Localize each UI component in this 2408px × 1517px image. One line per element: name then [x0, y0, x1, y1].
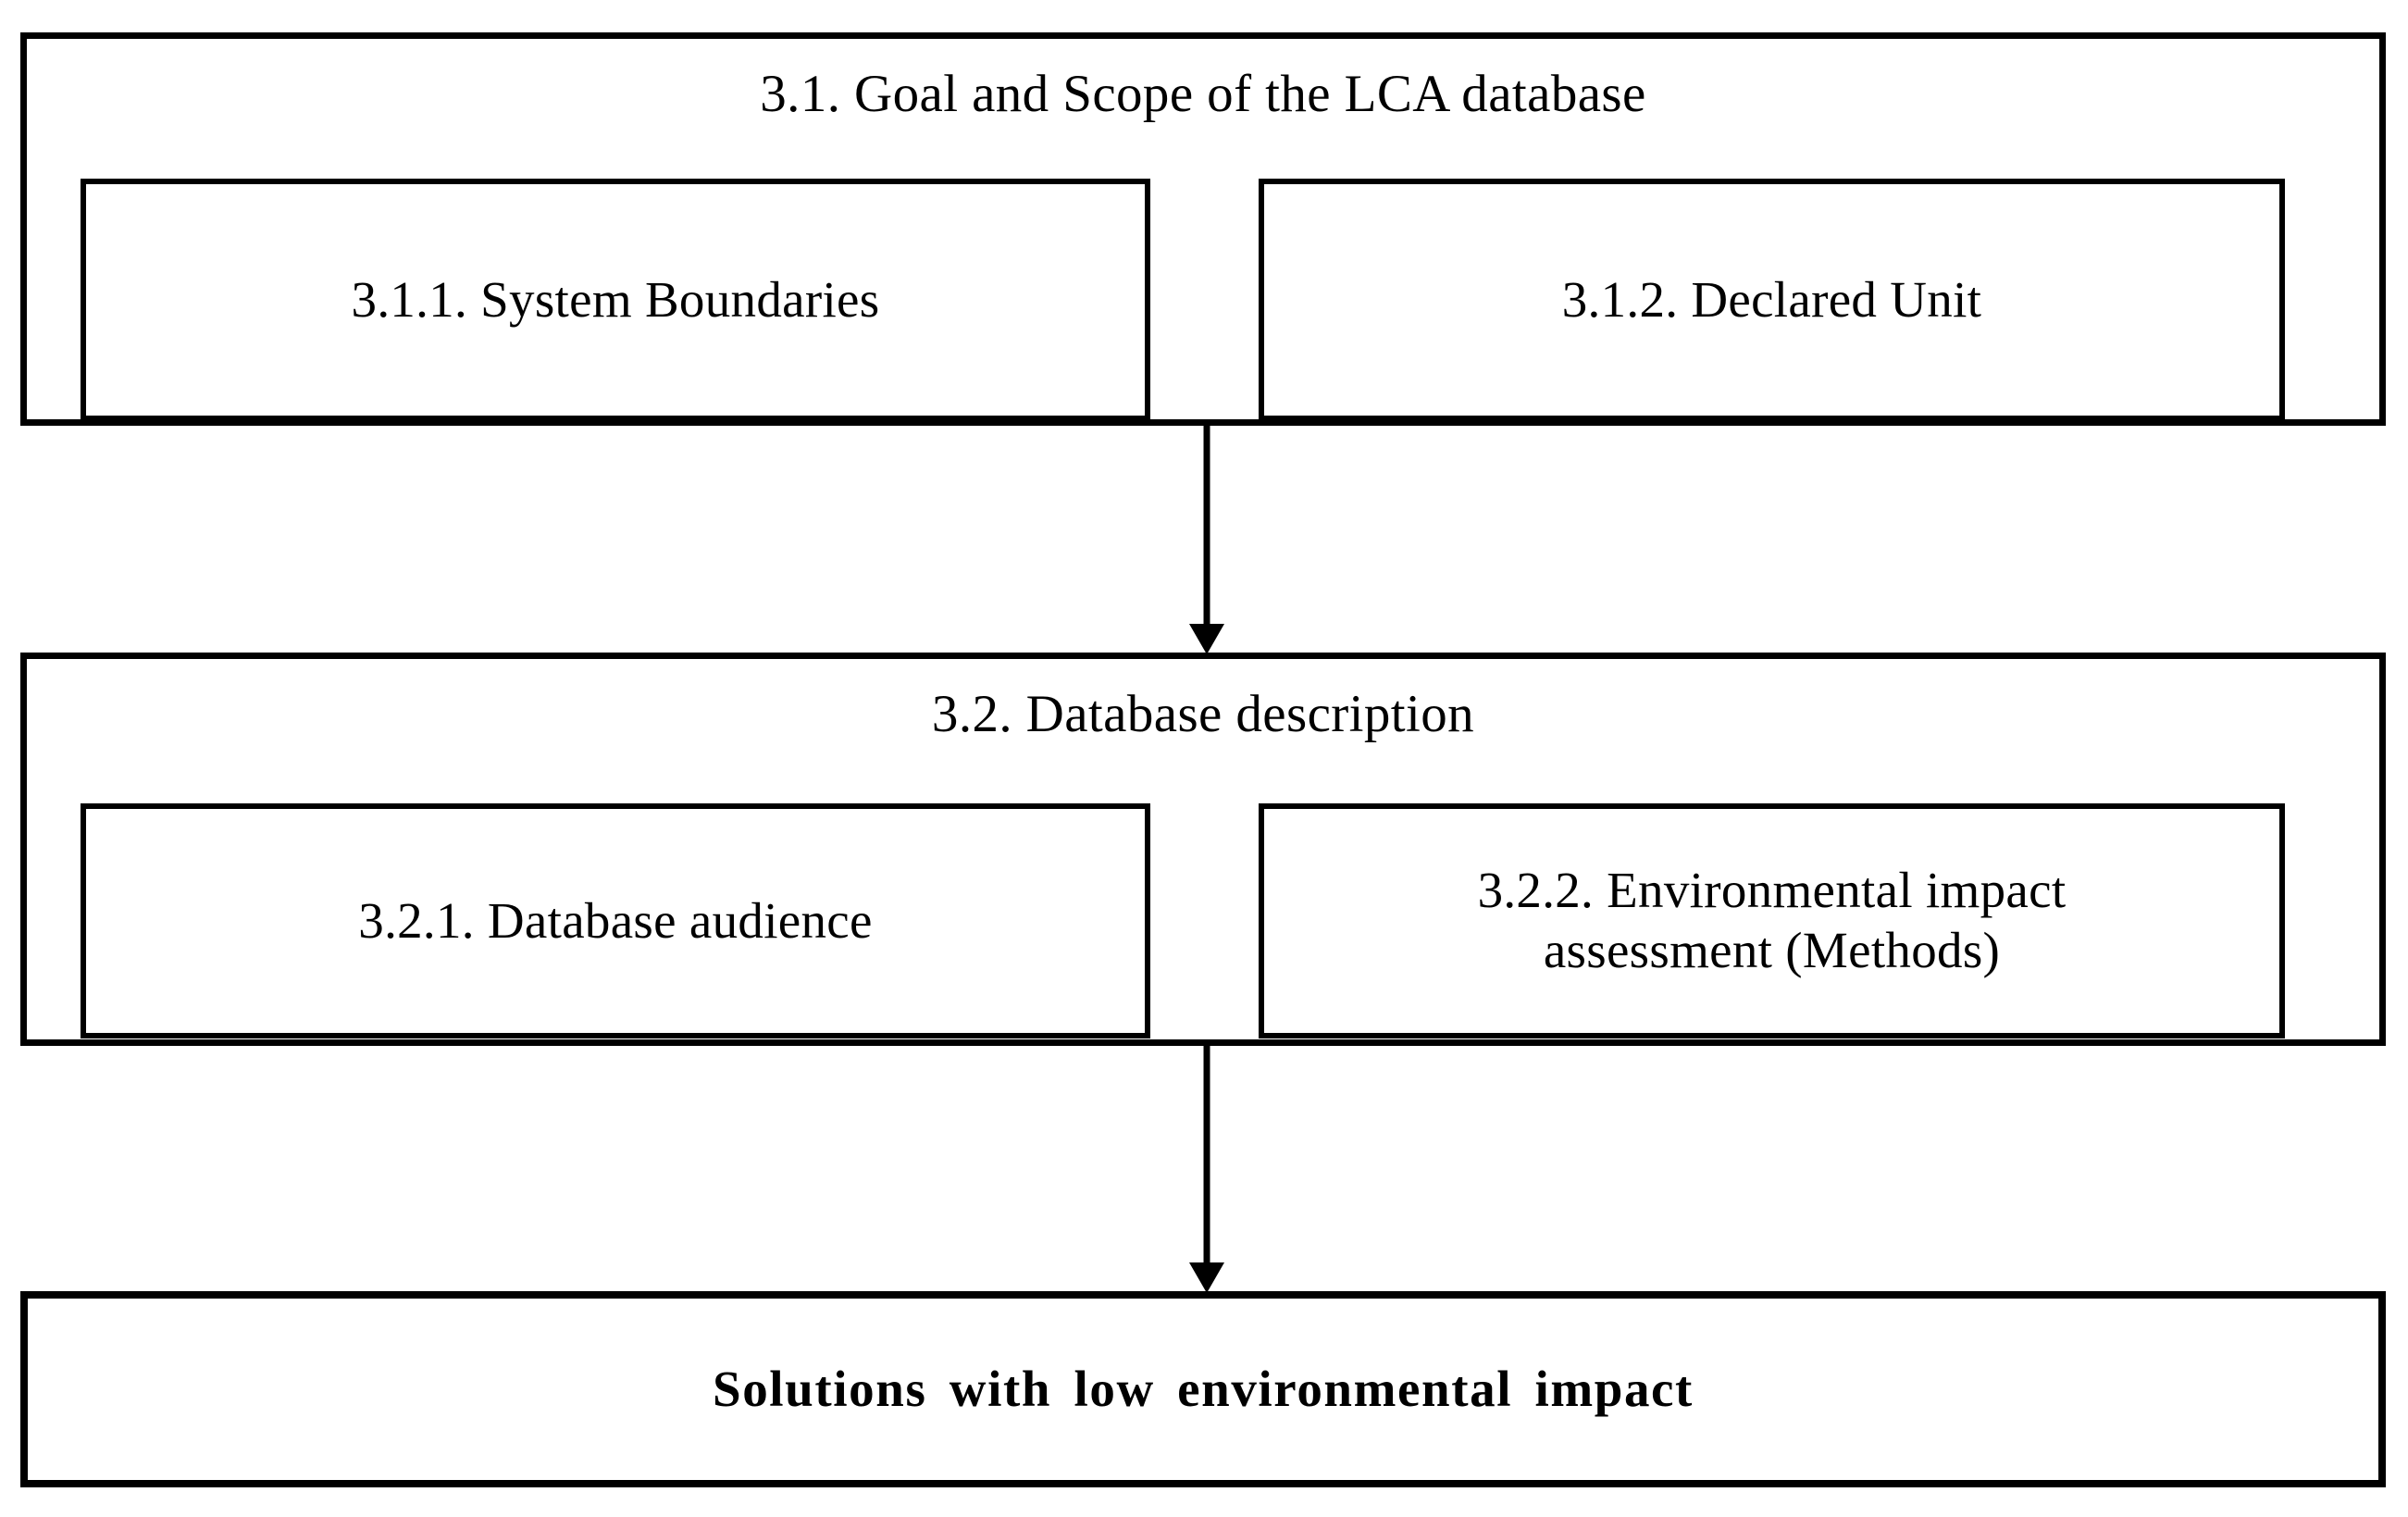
box-environmental-impact-assessment: 3.2.2. Environmental impact assessment (… — [1259, 803, 2285, 1038]
box-declared-unit: 3.1.2. Declared Unit — [1259, 179, 2285, 421]
box-declared-unit-label: 3.1.2. Declared Unit — [1561, 270, 1982, 328]
section-goal-and-scope-title: 3.1. Goal and Scope of the LCA database — [760, 65, 1646, 123]
section-database-description-title: 3.2. Database description — [931, 685, 1475, 743]
box-solutions-low-environmental-impact-label: Solutions with low environmental impact — [713, 1360, 1694, 1417]
box-environmental-impact-assessment-line1: 3.2.2. Environmental impact — [1477, 862, 2067, 919]
section-goal-and-scope: 3.1. Goal and Scope of the LCA database … — [20, 32, 2386, 426]
arrow-section1-to-section2 — [1188, 424, 1225, 655]
arrow-down-icon — [1189, 1044, 1224, 1293]
box-environmental-impact-assessment-label: 3.2.2. Environmental impact assessment (… — [1456, 861, 2089, 981]
section-database-description: 3.2. Database description 3.2.1. Databas… — [20, 653, 2386, 1046]
box-system-boundaries-label: 3.1.1. System Boundaries — [351, 270, 880, 328]
box-system-boundaries: 3.1.1. System Boundaries — [81, 179, 1150, 421]
box-database-audience: 3.2.1. Database audience — [81, 803, 1150, 1038]
box-solutions-low-environmental-impact: Solutions with low environmental impact — [20, 1291, 2386, 1487]
arrow-down-icon — [1189, 424, 1224, 654]
arrow-section2-to-result — [1188, 1044, 1225, 1294]
box-environmental-impact-assessment-line2: assessment (Methods) — [1543, 922, 2001, 978]
box-database-audience-label: 3.2.1. Database audience — [358, 891, 873, 949]
